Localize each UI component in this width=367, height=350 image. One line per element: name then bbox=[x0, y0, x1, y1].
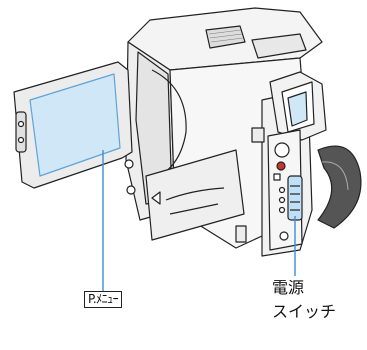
hand-strap bbox=[317, 145, 362, 229]
pmenu-label: P.ﾒﾆｭｰ bbox=[84, 291, 123, 308]
control-panel bbox=[267, 129, 303, 251]
power-switch-label-line1: 電源 bbox=[272, 278, 305, 297]
power-switch[interactable] bbox=[287, 175, 303, 221]
lcd-panel bbox=[13, 61, 133, 189]
power-switch-label-line2: スイッチ bbox=[272, 302, 337, 321]
record-button bbox=[276, 161, 286, 171]
camera-body bbox=[124, 7, 323, 257]
viewfinder bbox=[269, 71, 327, 141]
power-switch-label: 電源 スイッチ bbox=[272, 276, 336, 324]
